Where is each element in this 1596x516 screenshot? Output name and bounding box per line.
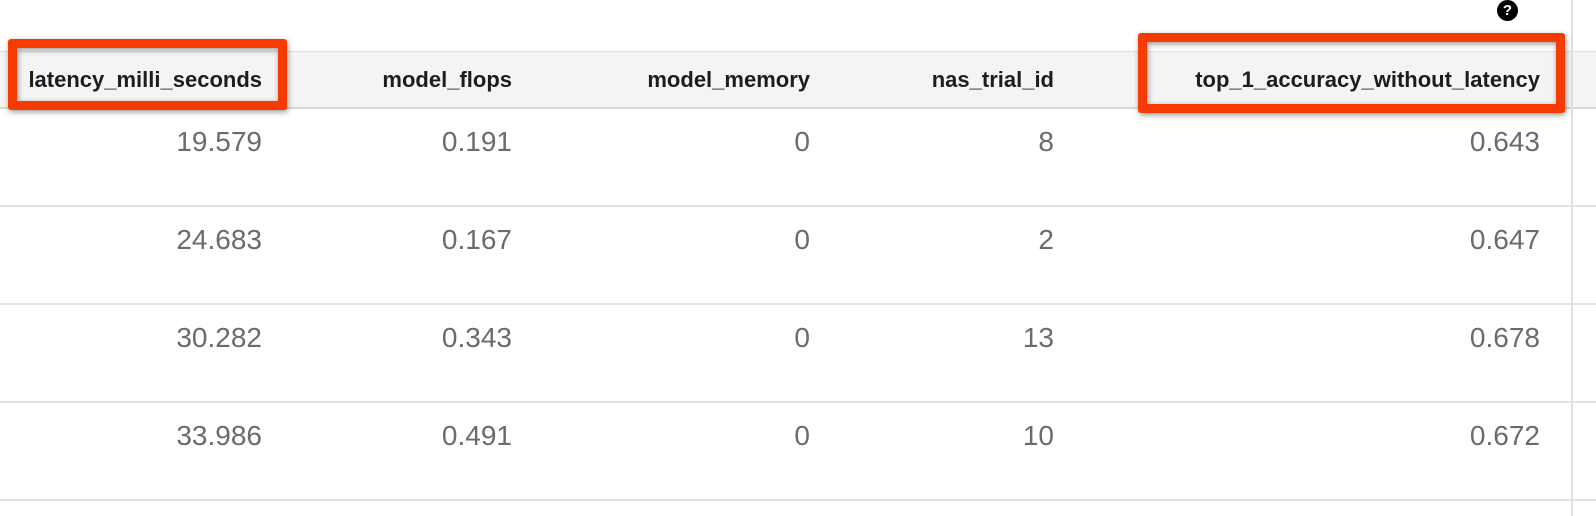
cell-nas_trial_id: 10 [1022, 420, 1054, 451]
cell-model_memory: 0 [794, 420, 810, 451]
table-row[interactable]: 19.579 0.191 0 8 0.643 [0, 109, 1596, 207]
cell-nas_trial_id: 8 [1038, 126, 1054, 157]
cell-top_1_accuracy_without_latency: 0.647 [1469, 224, 1540, 255]
cell-latency_milli_seconds: 33.986 [176, 420, 262, 451]
cell-latency_milli_seconds: 19.579 [176, 126, 262, 157]
column-header-model_memory[interactable]: model_memory [647, 67, 810, 92]
highlight-box-latency-column [8, 39, 287, 110]
column-header-latency_milli_seconds[interactable]: latency_milli_seconds [28, 67, 262, 92]
cell-model_memory: 0 [794, 126, 810, 157]
table-row[interactable]: 30.282 0.343 0 13 0.678 [0, 305, 1596, 403]
help-icon[interactable]: ? [1497, 0, 1518, 21]
table-row[interactable]: 24.683 0.167 0 2 0.647 [0, 207, 1596, 305]
column-header-model_flops[interactable]: model_flops [382, 67, 512, 92]
cell-latency_milli_seconds: 24.683 [176, 224, 262, 255]
cell-latency_milli_seconds: 30.282 [176, 322, 262, 353]
cell-model_flops: 0.167 [441, 224, 512, 255]
column-divider [1571, 0, 1573, 516]
cell-model_flops: 0.343 [441, 322, 512, 353]
table-body: 19.579 0.191 0 8 0.643 24.683 0.167 0 2 0.647 30.2… [0, 109, 1596, 501]
table-row[interactable]: 33.986 0.491 0 10 0.672 [0, 403, 1596, 501]
table-header-row: latency_milli_seconds model_flops model_me… [0, 51, 1596, 109]
cell-nas_trial_id: 2 [1038, 224, 1054, 255]
column-header-nas_trial_id[interactable]: nas_trial_id [931, 67, 1054, 92]
cell-model_flops: 0.491 [441, 420, 512, 451]
column-header-top_1_accuracy_without_latency[interactable]: top_1_accuracy_without_latency [1195, 67, 1540, 92]
help-icon-glyph: ? [1502, 2, 1513, 19]
cell-model_memory: 0 [794, 224, 810, 255]
cell-top_1_accuracy_without_latency: 0.678 [1469, 322, 1540, 353]
cell-top_1_accuracy_without_latency: 0.643 [1469, 126, 1540, 157]
cell-nas_trial_id: 13 [1022, 322, 1054, 353]
cell-top_1_accuracy_without_latency: 0.672 [1469, 420, 1540, 451]
cell-model_memory: 0 [794, 322, 810, 353]
cell-model_flops: 0.191 [441, 126, 512, 157]
highlight-box-accuracy-column [1138, 33, 1565, 113]
